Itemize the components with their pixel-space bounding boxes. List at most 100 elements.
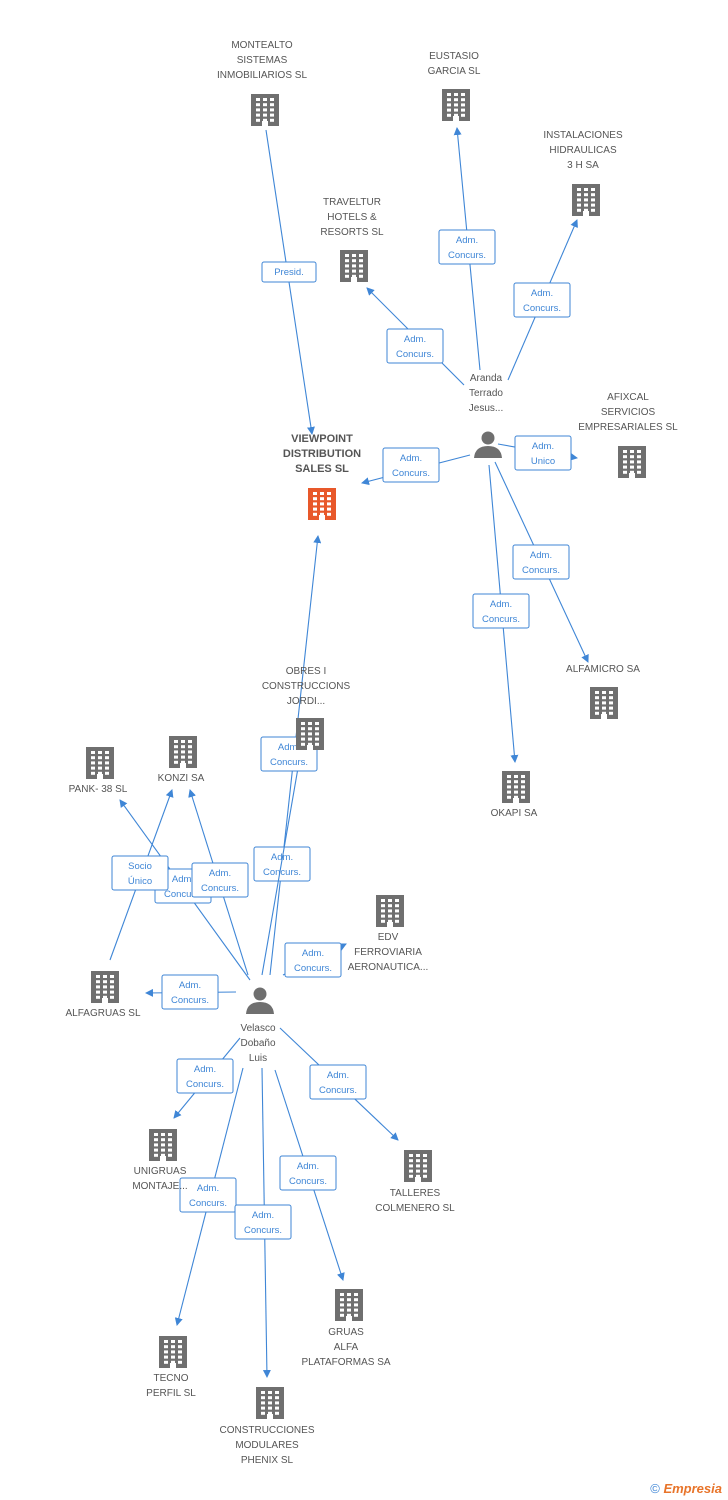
edge-aranda-eustasio: Adm.Concurs. bbox=[438, 127, 496, 371]
building-window bbox=[161, 1143, 165, 1147]
building-window bbox=[256, 108, 260, 112]
node-aranda[interactable]: ArandaTerradoJesus... bbox=[469, 373, 504, 458]
building-window bbox=[181, 740, 185, 743]
building-window bbox=[320, 497, 324, 501]
edge-label-text: Adm. bbox=[252, 1210, 274, 1221]
edge-label-box[interactable] bbox=[513, 282, 571, 318]
building-window bbox=[609, 711, 613, 715]
building-window bbox=[110, 975, 114, 978]
building-icon bbox=[340, 250, 368, 282]
building-window bbox=[514, 775, 518, 778]
node-label: MONTAJE... bbox=[132, 1181, 187, 1192]
building-window bbox=[164, 1340, 168, 1343]
node-alfagruas[interactable]: ALFAGRUAS SL bbox=[65, 971, 141, 1019]
building-door bbox=[601, 714, 607, 719]
edge-label-box[interactable] bbox=[253, 846, 311, 882]
edge-label-box[interactable] bbox=[284, 942, 342, 978]
building-window bbox=[423, 1164, 427, 1168]
brand-logo[interactable]: Empresia bbox=[663, 1481, 722, 1496]
building-window bbox=[352, 259, 356, 263]
building-window bbox=[507, 775, 511, 778]
building-window bbox=[514, 780, 518, 784]
edge-label-box[interactable] bbox=[514, 435, 572, 471]
building-window bbox=[263, 118, 267, 122]
building-window bbox=[174, 750, 178, 754]
building-window bbox=[327, 502, 331, 506]
building-window bbox=[602, 691, 606, 694]
building-window bbox=[188, 760, 192, 764]
edge-label-text: Concurs. bbox=[523, 303, 561, 314]
building-window bbox=[103, 985, 107, 989]
edge-label-box[interactable] bbox=[161, 974, 219, 1010]
node-edv[interactable]: EDVFERROVIARIAAERONAUTICA... bbox=[348, 895, 429, 973]
building-window bbox=[164, 1345, 168, 1349]
edge-label-box[interactable] bbox=[176, 1058, 234, 1094]
building-window bbox=[423, 1154, 427, 1157]
edge-label-box[interactable] bbox=[438, 229, 496, 265]
edge-label-box[interactable] bbox=[472, 593, 530, 629]
edge-label-text: Adm. bbox=[297, 1161, 319, 1172]
edge-label-text: Concurs. bbox=[164, 889, 202, 900]
building-window bbox=[270, 118, 274, 122]
node-label: Jesus... bbox=[469, 403, 503, 414]
building-window bbox=[98, 766, 102, 770]
building-window bbox=[454, 98, 458, 102]
node-alfamicro[interactable]: ALFAMICRO SA bbox=[566, 664, 640, 719]
building-window bbox=[630, 465, 634, 469]
node-label: ALFAMICRO SA bbox=[566, 664, 640, 675]
edge-label-box[interactable] bbox=[261, 261, 317, 283]
building-window bbox=[270, 103, 274, 107]
edge-label-box[interactable] bbox=[279, 1155, 337, 1191]
building-window bbox=[301, 727, 305, 731]
node-label: PLATAFORMAS SA bbox=[301, 1357, 390, 1368]
edge-label-text: Socio bbox=[128, 861, 152, 872]
edge-aranda-instalaciones: Adm.Concurs. bbox=[507, 219, 578, 381]
building-window bbox=[395, 904, 399, 908]
edge-label-box[interactable] bbox=[234, 1204, 292, 1240]
building-door bbox=[160, 1156, 166, 1161]
building-window bbox=[591, 198, 595, 202]
node-label: SERVICIOS bbox=[601, 407, 656, 418]
building-window bbox=[315, 737, 319, 741]
edge-label-box[interactable] bbox=[309, 1064, 367, 1100]
node-konzi[interactable]: KONZI SA bbox=[158, 736, 205, 784]
building-icon bbox=[376, 895, 404, 927]
building-door bbox=[629, 473, 635, 478]
node-obres[interactable]: OBRES ICONSTRUCCIONSJORDI... bbox=[262, 666, 351, 750]
edge-label-text: Adm. bbox=[400, 453, 422, 464]
person-body bbox=[246, 1002, 274, 1014]
building-window bbox=[263, 108, 267, 112]
building-window bbox=[591, 193, 595, 197]
building-window bbox=[381, 914, 385, 918]
edge-label-box[interactable] bbox=[386, 328, 444, 364]
building-window bbox=[301, 722, 305, 725]
node-okapi[interactable]: OKAPI SA bbox=[491, 771, 538, 819]
node-unigruas[interactable]: UNIGRUASMONTAJE... bbox=[132, 1129, 188, 1192]
edge-label-box[interactable] bbox=[191, 862, 249, 898]
edge-label-box[interactable] bbox=[382, 447, 440, 483]
building-window bbox=[623, 470, 627, 474]
building-window bbox=[96, 980, 100, 984]
building-window bbox=[161, 1148, 165, 1152]
edge-label-box[interactable] bbox=[179, 1177, 237, 1213]
building-window bbox=[313, 512, 317, 516]
node-pank[interactable]: PANK- 38 SL bbox=[69, 747, 128, 795]
building-window bbox=[352, 269, 356, 273]
building-window bbox=[98, 751, 102, 754]
building-window bbox=[268, 1391, 272, 1394]
edge-velasco-edv: Adm.Concurs. bbox=[282, 942, 347, 978]
edge-label-box[interactable] bbox=[512, 544, 570, 580]
edge-label-box[interactable] bbox=[111, 855, 169, 891]
